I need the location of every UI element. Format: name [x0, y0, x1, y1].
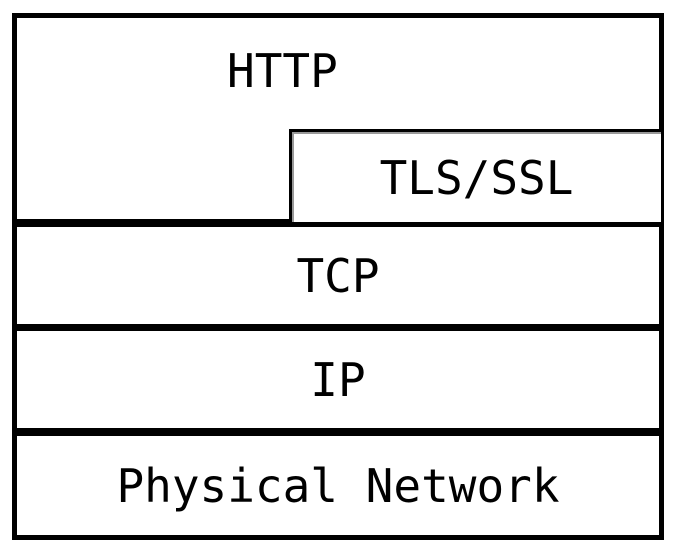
ip-layer-label: IP: [310, 352, 366, 407]
physical-network-layer: Physical Network: [12, 431, 664, 540]
protocol-stack-diagram: HTTP TLS/SSL TCP IP Physical Network: [12, 13, 664, 540]
http-layer: HTTP TLS/SSL: [12, 13, 664, 224]
tls-ssl-layer-label: TLS/SSL: [379, 150, 574, 205]
tcp-layer: TCP: [12, 222, 664, 329]
tls-ssl-layer: TLS/SSL: [289, 129, 661, 223]
ip-layer: IP: [12, 326, 664, 433]
tcp-layer-label: TCP: [296, 248, 380, 303]
physical-network-layer-label: Physical Network: [116, 458, 560, 513]
http-layer-label: HTTP: [227, 44, 338, 98]
